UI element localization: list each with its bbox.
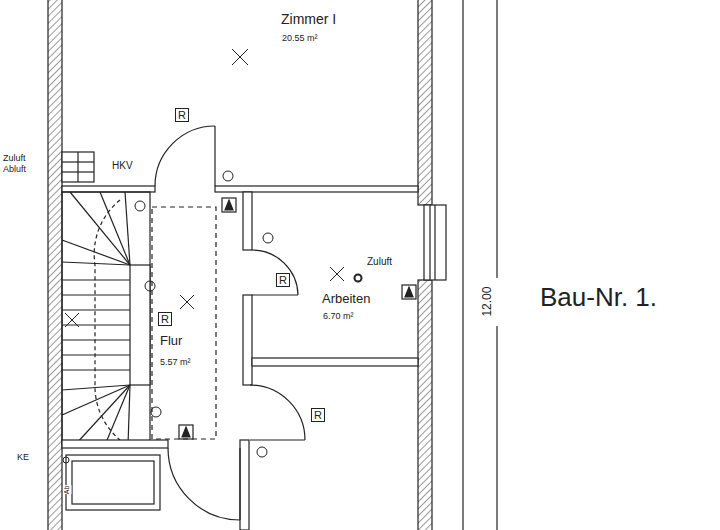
plan-label: Abluft: [3, 165, 26, 175]
room-code-box: R: [175, 108, 189, 122]
plan-label: Flur: [160, 334, 182, 348]
plan-label: HKV: [112, 160, 133, 171]
plan-label: Bau-Nr. 1.: [540, 283, 657, 312]
plan-label: KE: [17, 453, 29, 463]
room-code-box: R: [158, 312, 172, 326]
plan-label: 20.55 m²: [282, 34, 318, 44]
plan-label: 6.70 m²: [323, 312, 354, 322]
room-code-box: R: [311, 408, 325, 422]
room-code-box: R: [276, 273, 290, 287]
plan-label: Zimmer I: [281, 12, 336, 27]
plan-label: Arbeiten: [322, 292, 370, 306]
plan-label: Zuluft: [3, 154, 26, 164]
plan-label: Ab: [63, 486, 71, 495]
plan-label: 12.00: [481, 287, 494, 317]
plan-label: Zuluft: [367, 256, 392, 267]
plan-label: 5.57 m²: [160, 358, 191, 368]
